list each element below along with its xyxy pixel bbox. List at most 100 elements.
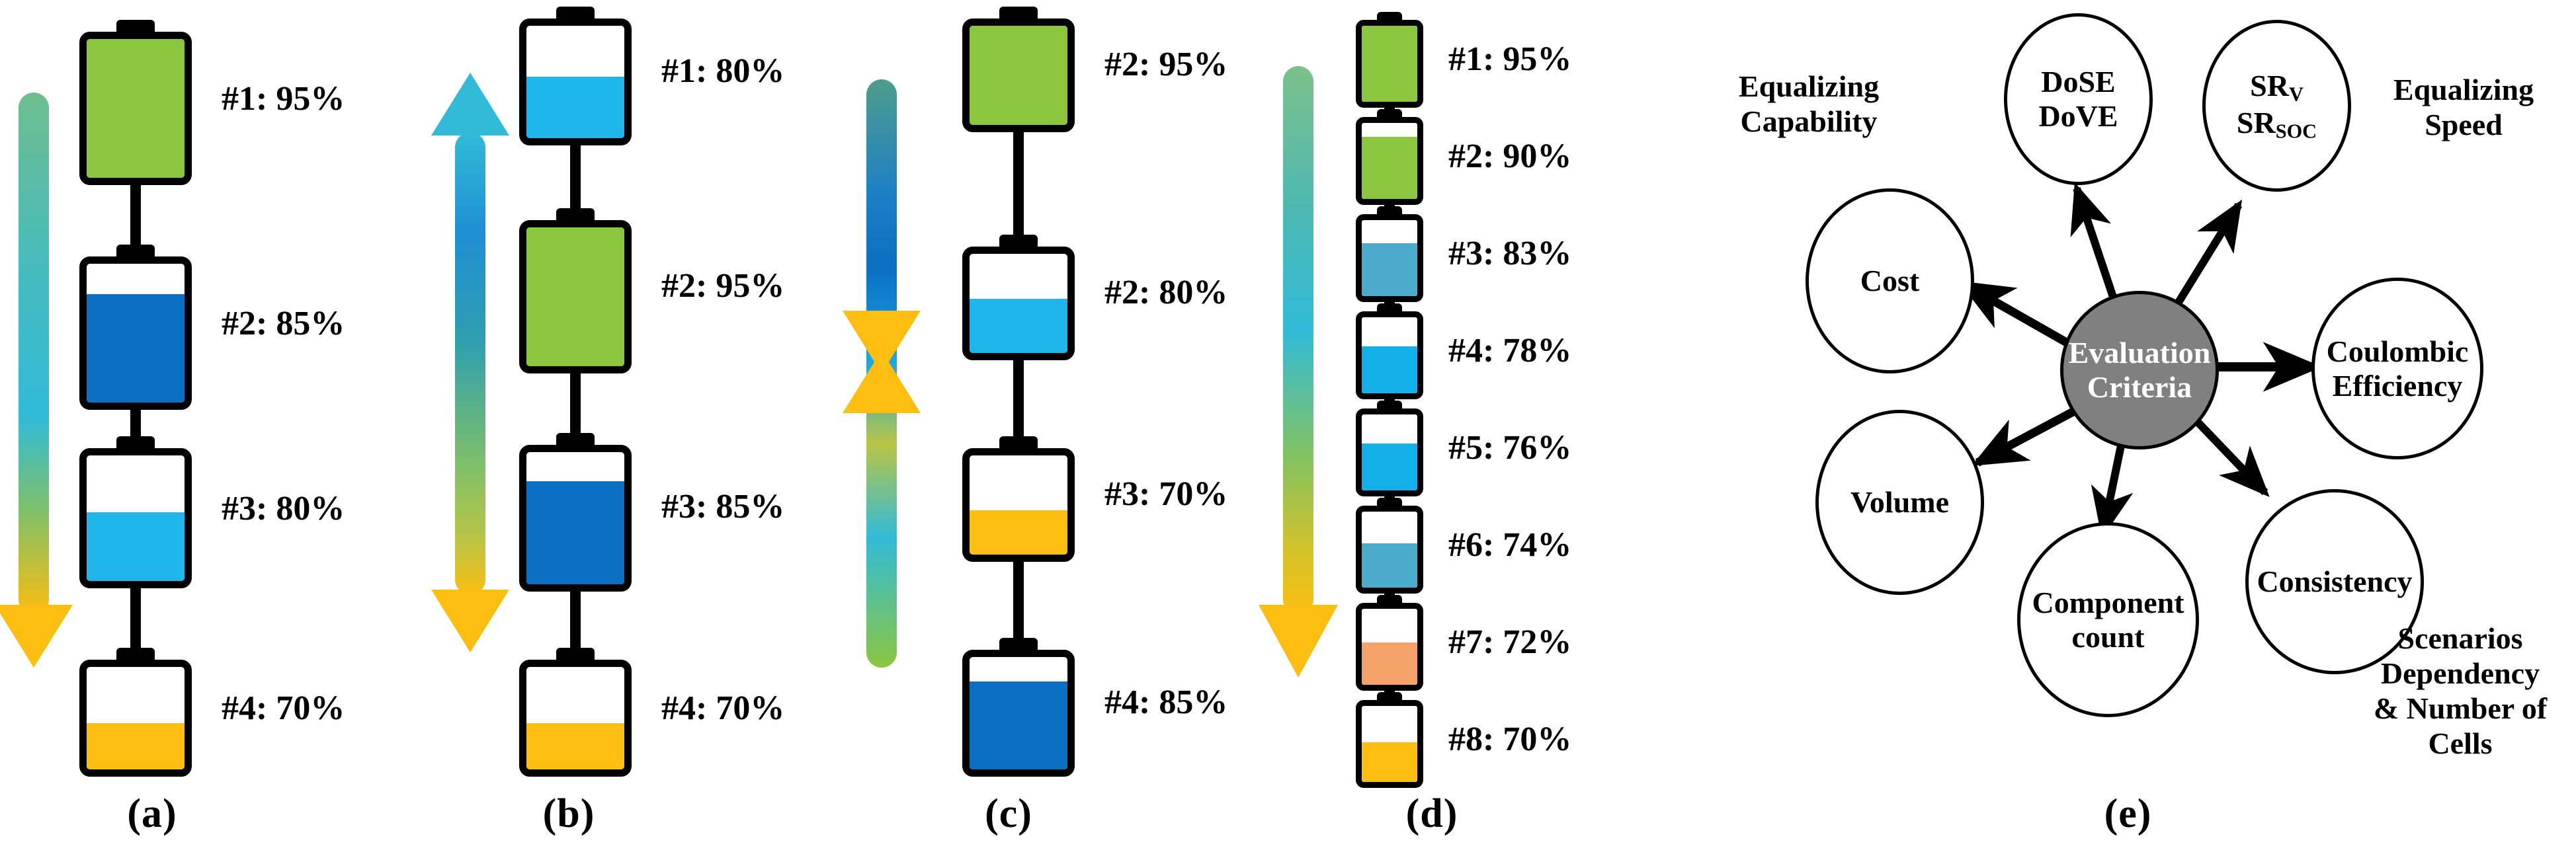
gradient-bar-d	[1283, 66, 1313, 615]
panel-caption-e: (e)	[2104, 791, 2152, 836]
battery-fill	[1362, 136, 1417, 199]
panel-caption-a: (a)	[127, 791, 177, 836]
cell-row-b-4: #4: 70%	[519, 648, 784, 777]
battery-fill	[1362, 26, 1417, 102]
battery-icon	[962, 19, 1075, 132]
cell-label: #2: 85%	[222, 305, 345, 342]
arrow-head-down-b	[431, 590, 509, 652]
battery-nub-icon	[116, 436, 155, 451]
battery-nub-icon	[999, 235, 1038, 249]
gradient-bar-b	[455, 132, 485, 595]
arrow-to-cost	[1958, 280, 2071, 348]
panel-b: #1: 80% #2: 95% #3: 85%	[410, 0, 833, 856]
cell-label: #4: 70%	[661, 689, 785, 727]
cell-row-d-7: #7: 72%	[1356, 595, 1571, 691]
battery-icon	[519, 19, 632, 145]
battery-icon	[1356, 506, 1423, 594]
center-node-label: Evaluation Criteria	[2068, 336, 2211, 404]
cell-row-b-2: #2: 95%	[519, 208, 784, 373]
battery-fill	[1362, 346, 1417, 393]
battery-nub-icon	[999, 7, 1038, 21]
cell-row-b-1: #1: 80%	[519, 7, 784, 145]
cell-label: #5: 76%	[1448, 429, 1572, 467]
cell-label: #3: 83%	[1448, 235, 1572, 272]
battery-icon	[79, 32, 192, 185]
cell-label: #4: 78%	[1448, 332, 1572, 370]
cell-row-d-6: #6: 74%	[1356, 498, 1571, 594]
battery-icon	[962, 448, 1075, 562]
cell-row-d-1: #1: 95%	[1356, 12, 1571, 108]
panel-e: Evaluation Criteria DoSE DoVE SRV SRSOC …	[1680, 0, 2576, 856]
node-volume[interactable]: Volume	[1815, 410, 1984, 595]
cell-label: #2: 95%	[1104, 46, 1228, 83]
arrow-head-down-d	[1259, 605, 1338, 678]
cell-label: #2: 80%	[1104, 274, 1228, 311]
battery-icon	[962, 247, 1075, 360]
cell-label: #4: 70%	[222, 689, 345, 727]
battery-nub-icon	[556, 433, 595, 447]
battery-fill	[87, 39, 185, 178]
node-dose-dove[interactable]: DoSE DoVE	[2004, 13, 2153, 185]
battery-stack-c: #2: 95% #2: 80% #3: 70%	[962, 0, 1293, 777]
arrow-to-consistency	[2186, 410, 2270, 497]
battery-nub-icon	[999, 638, 1038, 652]
battery-fill	[526, 76, 624, 138]
battery-stack-d: #1: 95% #2: 90% #3: 83%	[1356, 0, 1686, 788]
battery-icon	[1356, 603, 1423, 691]
cell-row-d-3: #3: 83%	[1356, 206, 1571, 302]
arrow-to-dose-dove	[2070, 182, 2122, 312]
battery-nub-icon	[116, 20, 155, 34]
cell-row-c-4: #4: 85%	[962, 638, 1227, 777]
battery-icon	[1356, 20, 1423, 108]
cell-label: #3: 80%	[222, 490, 345, 527]
panel-c: #2: 95% #2: 80% #3: 70%	[833, 0, 1290, 856]
annotation-scenarios-dependency: Scenarios Dependency & Number of Cells	[2373, 621, 2548, 760]
battery-fill	[87, 723, 185, 769]
battery-fill	[1362, 642, 1417, 685]
cell-label: #2: 95%	[661, 267, 785, 305]
battery-icon	[962, 650, 1075, 777]
battery-fill	[1362, 543, 1417, 588]
arrow-to-volume	[1971, 406, 2079, 467]
panel-caption-b: (b)	[542, 791, 595, 836]
battery-nub-icon	[116, 648, 155, 662]
node-consistency[interactable]: Consistency	[2245, 489, 2424, 674]
battery-nub-icon	[556, 208, 595, 223]
cell-label: #1: 95%	[222, 80, 345, 118]
battery-nub-icon	[556, 648, 595, 662]
cell-row-c-2: #2: 80%	[962, 235, 1227, 360]
battery-fill	[1362, 243, 1417, 296]
center-node-evaluation-criteria[interactable]: Evaluation Criteria	[2060, 291, 2219, 449]
battery-fill	[1362, 443, 1417, 490]
battery-fill	[526, 481, 624, 584]
cell-label: #3: 70%	[1104, 475, 1228, 513]
cell-row-d-2: #2: 90%	[1356, 109, 1571, 205]
battery-icon	[519, 445, 632, 592]
battery-icon	[1356, 409, 1423, 496]
cell-row-d-5: #5: 76%	[1356, 401, 1571, 496]
panel-d: #1: 95% #2: 90% #3: 83%	[1259, 0, 1680, 856]
cell-label: #1: 95%	[1448, 40, 1572, 78]
panel-a: #1: 95% #2: 85%	[0, 0, 410, 856]
node-coulombic-efficiency[interactable]: Coulombic Efficiency	[2311, 278, 2483, 459]
cell-label: #8: 70%	[1448, 720, 1572, 758]
cell-row-a-2: #2: 85%	[79, 245, 345, 410]
arrow-head-down-a	[0, 605, 73, 668]
battery-stack-b: #1: 80% #2: 95% #3: 85%	[519, 0, 850, 777]
battery-fill	[970, 26, 1067, 125]
battery-icon	[1356, 214, 1423, 302]
battery-fill	[87, 294, 185, 403]
cell-row-a-1: #1: 95%	[79, 20, 345, 185]
node-component-count[interactable]: Component count	[2017, 522, 2199, 717]
battery-icon	[1356, 311, 1423, 399]
node-cost[interactable]: Cost	[1806, 188, 1974, 373]
node-sr-v-sr-soc[interactable]: SRV SRSOC	[2202, 20, 2351, 192]
battery-nub-icon	[999, 436, 1038, 451]
battery-fill	[970, 510, 1067, 555]
criteria-arrows	[1958, 182, 2323, 539]
battery-fill	[970, 681, 1067, 769]
panel-caption-c: (c)	[985, 791, 1032, 836]
gradient-bar-a	[19, 93, 49, 615]
battery-icon	[1356, 700, 1423, 788]
cell-label: #7: 72%	[1448, 623, 1572, 661]
